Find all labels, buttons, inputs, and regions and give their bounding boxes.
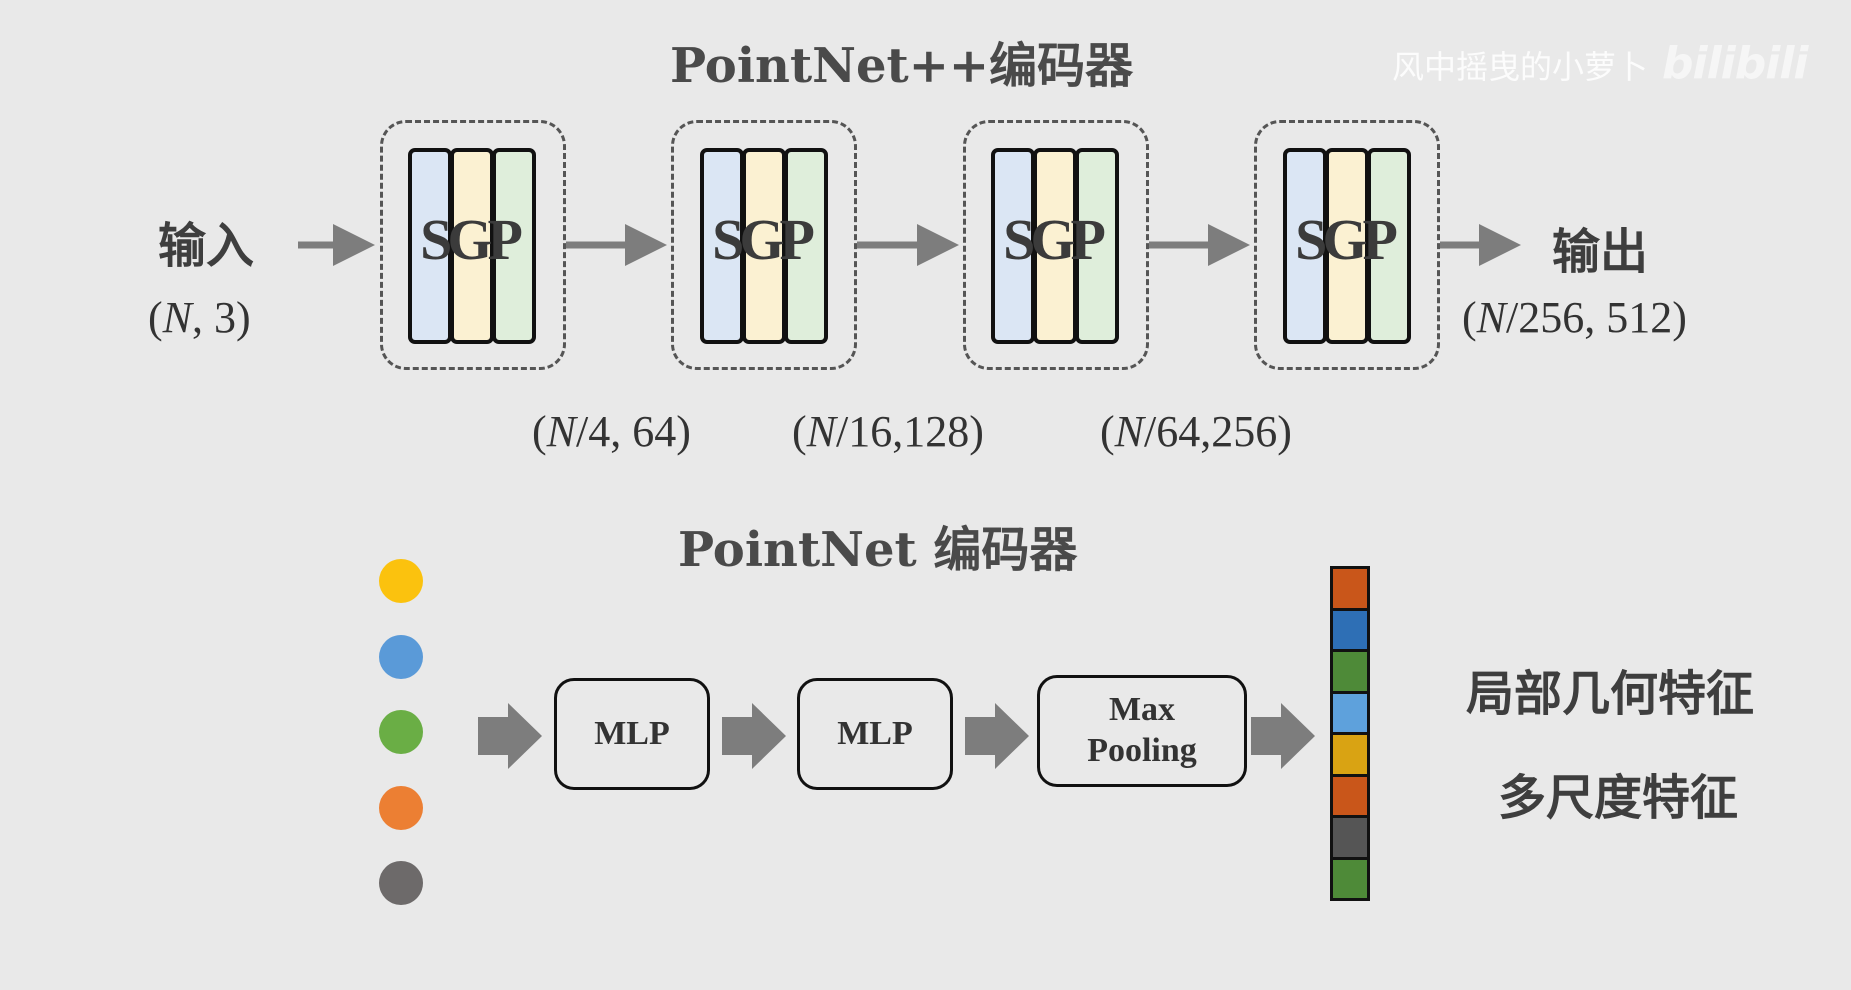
watermark: 风中摇曳的小萝卜 bilibili	[1392, 38, 1809, 89]
block-arrow-3	[965, 703, 1029, 769]
maxpool-line-1: Max	[1108, 691, 1176, 729]
feature-cell-8	[1330, 856, 1370, 901]
feature-cell-2	[1330, 607, 1370, 652]
sgp-bar-4-p	[1367, 148, 1411, 344]
pointnetpp-title: PointNet++编码器	[670, 38, 1134, 94]
sgp-bar-4-s	[1283, 148, 1327, 344]
stage-dim-2-var: N	[806, 407, 837, 456]
mlp-box-1: MLP	[554, 678, 710, 790]
output-dim-var: N	[1476, 293, 1507, 342]
point-dot-1	[379, 559, 423, 603]
feature-cell-1	[1330, 566, 1370, 611]
stage-dim-3: (N/64,256)	[1100, 407, 1292, 456]
label-local-geometry: 局部几何特征	[1466, 666, 1755, 722]
output-dim-rest: /256, 512)	[1506, 293, 1687, 342]
point-dot-4	[379, 785, 423, 830]
point-dot-5	[379, 861, 423, 905]
stage-dim-2-rest: /16,128)	[836, 407, 984, 456]
maxpool-box: Max Pooling	[1037, 675, 1247, 787]
output-label: 输出	[1552, 224, 1649, 280]
stage-dim-2: (N/16,128)	[792, 407, 984, 456]
input-dim-rest: , 3)	[192, 293, 251, 342]
sgp-block-2	[671, 120, 857, 370]
output-dim: (N/256, 512)	[1462, 293, 1687, 342]
feature-cell-7	[1330, 815, 1370, 860]
pointnet-title: PointNet 编码器	[678, 522, 1078, 578]
point-dot-3	[379, 710, 423, 754]
feature-cell-6	[1330, 773, 1370, 818]
input-dim-var: N	[162, 293, 193, 342]
block-arrow-2	[722, 703, 786, 769]
watermark-text: 风中摇曳的小萝卜	[1392, 48, 1649, 86]
sgp-bar-1-p	[492, 148, 536, 344]
sgp-letters-3: SGP	[1003, 207, 1106, 272]
input-dim: (N, 3)	[148, 293, 251, 342]
block-arrow-1	[478, 703, 542, 769]
label-multiscale: 多尺度特征	[1498, 770, 1739, 826]
feature-cell-4	[1330, 690, 1370, 735]
sgp-letters-1: SGP	[420, 207, 523, 272]
sgp-block-4	[1254, 120, 1440, 370]
sgp-letters-2: SGP	[712, 207, 815, 272]
stage-dim-1-var: N	[546, 407, 577, 456]
sgp-bar-2-p	[784, 148, 828, 344]
point-dot-2	[379, 634, 423, 679]
block-arrow-4	[1251, 703, 1315, 769]
feature-cell-3	[1330, 649, 1370, 694]
stage-dim-3-rest: /64,256)	[1144, 407, 1292, 456]
feature-cell-5	[1330, 732, 1370, 777]
sgp-block-3	[963, 120, 1149, 370]
bilibili-logo: bilibili	[1662, 38, 1808, 89]
sgp-bar-3-p	[1075, 148, 1119, 344]
mlp-box-2: MLP	[797, 678, 953, 790]
stage-dim-3-var: N	[1114, 407, 1145, 456]
input-label: 输入	[158, 218, 255, 274]
sgp-letters-4: SGP	[1295, 207, 1398, 272]
maxpool-label: Max Pooling	[1087, 690, 1197, 772]
maxpool-line-2: Pooling	[1087, 732, 1197, 769]
sgp-block-1	[380, 120, 566, 370]
stage-dim-1: (N/4, 64)	[532, 407, 691, 456]
stage-dim-1-rest: /4, 64)	[576, 407, 691, 456]
